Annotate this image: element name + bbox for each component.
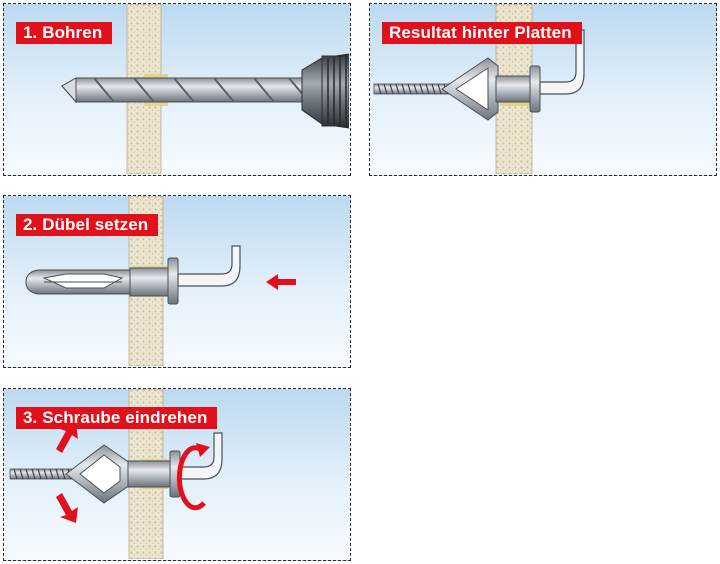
step-label-insert: 2. Dübel setzen: [16, 214, 159, 236]
step-panel-insert: 2. Dübel setzen: [3, 195, 351, 368]
hollow-wall-anchor-icon: [441, 57, 541, 121]
step-panel-drill: 1. Bohren: [3, 3, 351, 176]
step-label-screw: 3. Schraube eindrehen: [16, 407, 218, 429]
drill-scene: [61, 4, 349, 174]
l-hook-icon: [179, 432, 223, 480]
drill-chuck-icon: [301, 53, 349, 129]
hollow-wall-anchor-icon: [25, 257, 179, 305]
step-panel-screw: 3. Schraube eindrehen: [3, 388, 351, 561]
expand-arrow-icon: [56, 423, 78, 453]
result-label: Resultat hinter Platten: [382, 22, 582, 44]
result-panel: Resultat hinter Platten: [369, 3, 717, 176]
hollow-wall-anchor-icon: [65, 444, 181, 504]
step-label-drill: 1. Bohren: [16, 22, 113, 44]
drill-bit-icon: [61, 77, 305, 104]
insert-scene: [25, 196, 296, 366]
l-hook-icon: [177, 245, 241, 287]
expand-arrow-icon: [56, 493, 78, 523]
rotate-arrow-icon: [176, 443, 210, 511]
push-arrow-icon: [266, 274, 296, 290]
